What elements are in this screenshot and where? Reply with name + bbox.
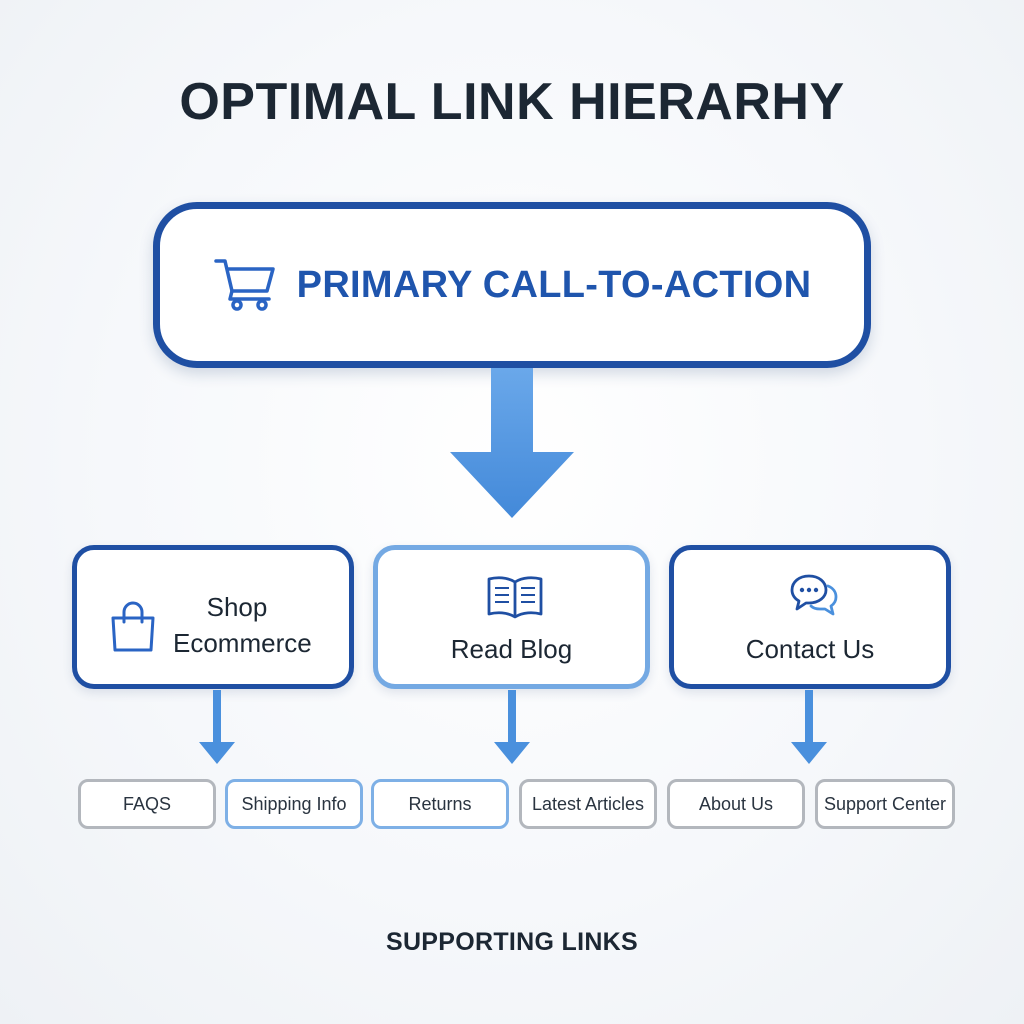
- read-blog-card[interactable]: Read Blog: [373, 545, 650, 689]
- down-arrow-shop: [199, 690, 235, 764]
- support-center-link[interactable]: Support Center: [815, 779, 955, 829]
- shop-card-label-line2: Ecommerce: [173, 628, 312, 658]
- down-arrow-blog: [494, 690, 530, 764]
- shop-ecommerce-card[interactable]: Shop Ecommerce: [72, 545, 354, 689]
- faqs-link[interactable]: FAQS: [78, 779, 216, 829]
- supporting-links-caption: SUPPORTING LINKS: [385, 928, 639, 956]
- contact-us-label: Contact Us: [745, 634, 875, 664]
- page-title: OPTIMAL LINK HIERARHY: [179, 73, 845, 131]
- open-book-icon: [487, 576, 543, 619]
- returns-link[interactable]: Returns: [371, 779, 509, 829]
- shopping-cart-icon: [213, 259, 275, 311]
- latest-articles-link[interactable]: Latest Articles: [519, 779, 657, 829]
- shopping-bag-icon: [111, 601, 155, 652]
- read-blog-label: Read Blog: [450, 634, 573, 664]
- down-arrow-contact: [791, 690, 827, 764]
- chat-bubbles-icon: [790, 574, 838, 616]
- about-us-link[interactable]: About Us: [667, 779, 805, 829]
- down-arrow-main: [450, 368, 574, 518]
- shop-card-label-line1: Shop: [206, 592, 268, 622]
- shipping-info-link[interactable]: Shipping Info: [225, 779, 363, 829]
- primary-cta-label: PRIMARY CALL-TO-ACTION: [296, 263, 812, 306]
- contact-us-card[interactable]: Contact Us: [669, 545, 951, 689]
- primary-cta-button[interactable]: PRIMARY CALL-TO-ACTION: [153, 202, 871, 368]
